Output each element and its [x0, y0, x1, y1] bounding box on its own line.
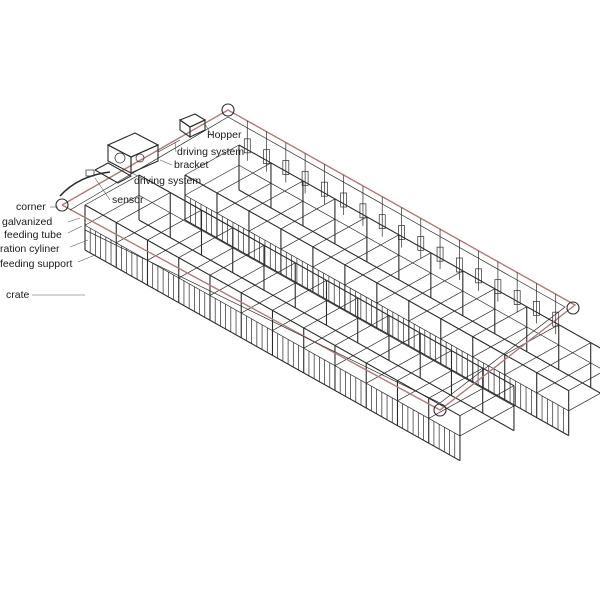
crate-bar — [84, 194, 140, 226]
crate-bar — [184, 144, 240, 176]
crate-bar — [536, 362, 591, 394]
leader-feeding-tube — [67, 225, 83, 234]
leader-driving-system-top — [174, 141, 177, 153]
leader-galvanized — [67, 217, 81, 223]
leader-sensor — [94, 177, 111, 201]
ration-cylinder-drops — [243, 120, 560, 335]
crate-bar — [344, 254, 400, 286]
crate-bar — [280, 218, 336, 250]
ration-cylinder — [533, 300, 540, 316]
crate-bar — [147, 230, 202, 261]
crate-bar — [312, 236, 368, 268]
label-galvanized: galvanized — [2, 216, 52, 228]
crate-bar — [84, 174, 140, 206]
corner-wheel-right — [566, 301, 580, 315]
crate-bar — [280, 198, 336, 230]
ration-cylinder — [417, 235, 425, 251]
crate-bar — [248, 200, 304, 232]
ration-cylinder — [243, 138, 251, 154]
crate-bar — [376, 272, 432, 304]
crate-bar — [408, 270, 463, 302]
ration-cylinder — [436, 246, 444, 262]
crate-row-far — [184, 144, 600, 437]
feed-cable — [59, 171, 111, 197]
crate-bar — [397, 350, 452, 381]
crate-bar — [428, 367, 483, 399]
crate-bar — [344, 234, 400, 266]
ration-cylinder — [455, 257, 463, 273]
crate-bar — [116, 212, 171, 244]
ration-cylinder — [359, 203, 367, 219]
ration-cylinder — [513, 290, 521, 305]
ration-cylinder — [398, 225, 405, 240]
crate-bar — [334, 335, 390, 367]
leader-driving-system — [129, 171, 146, 181]
crate-bar — [366, 352, 421, 384]
crate-bar — [312, 216, 368, 248]
crate-bar — [216, 162, 272, 194]
crate-bar — [209, 244, 265, 276]
crate-bar — [116, 192, 171, 223]
label-feeding-tube: feeding tube — [4, 229, 62, 241]
label-sensor: sensor — [112, 194, 144, 206]
crate-bar — [440, 288, 495, 320]
crate-bar — [184, 164, 240, 196]
crate-bar — [241, 262, 296, 294]
crate-bar — [303, 297, 358, 329]
crate-bar — [459, 405, 515, 437]
crate-bar — [440, 308, 495, 340]
leader-ration-cyliner — [69, 239, 89, 248]
ration-cylinder — [494, 279, 502, 295]
leader-hopper — [204, 123, 213, 137]
label-ration-cyliner: ration cyliner — [0, 243, 60, 255]
ration-cylinder — [340, 192, 348, 208]
crate-bar — [472, 306, 527, 338]
feeding-tube-loop — [61, 109, 577, 411]
ration-cylinder — [321, 181, 328, 197]
corner-wheel-bottom — [433, 403, 447, 417]
crate-bar — [472, 326, 527, 358]
crate-bar — [178, 227, 233, 258]
crate-bar — [568, 393, 600, 412]
crate-bar — [459, 385, 515, 417]
corner-wheel-top — [221, 103, 235, 117]
crate-bar — [334, 315, 390, 346]
hopper-unit — [178, 113, 207, 139]
leader-bracket — [159, 159, 173, 166]
crate-bar — [504, 344, 559, 376]
leader-feeding-support — [77, 254, 96, 263]
ration-cylinder — [378, 214, 386, 230]
crate-bar — [272, 280, 327, 311]
crate-bar — [303, 317, 358, 349]
crate-bar — [241, 282, 296, 314]
crate-bar — [248, 180, 304, 212]
label-bracket: bracket — [174, 159, 209, 171]
crate-bar — [408, 290, 463, 322]
ration-cylinder — [552, 311, 560, 327]
label-driving-system-top: driving system — [177, 146, 244, 158]
crate-bar — [428, 388, 483, 419]
crate-bar — [376, 252, 432, 284]
crate-bar — [568, 372, 600, 391]
driving-system-motor — [94, 132, 181, 184]
ration-cylinder — [475, 268, 482, 284]
crate-bar — [397, 370, 452, 402]
crate-bar — [147, 209, 202, 241]
ration-cylinder — [263, 149, 270, 165]
label-crate: crate — [6, 289, 30, 301]
corner-wheel-left — [55, 198, 69, 212]
crate-bar — [216, 182, 272, 214]
label-hopper: Hopper — [207, 129, 242, 141]
crate-row-near — [84, 174, 515, 462]
crate-bar — [536, 342, 591, 373]
crate-bar — [366, 332, 421, 364]
label-driving-system: driving system — [134, 175, 201, 187]
crate-bar — [504, 324, 559, 355]
label-feeding-support: feeding support — [0, 258, 72, 270]
ration-cylinder — [282, 160, 290, 175]
sensor-box — [85, 169, 95, 177]
ration-cylinder — [301, 170, 309, 186]
label-corner: corner — [16, 201, 46, 213]
